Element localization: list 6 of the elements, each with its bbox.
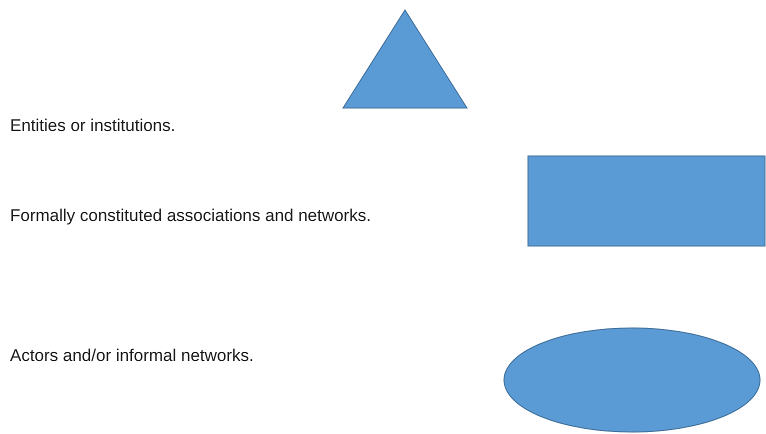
- legend-text: Entities or institutions.: [10, 116, 176, 136]
- legend-text: Formally constituted associations and networks.: [10, 206, 371, 226]
- rectangle-symbol: [528, 156, 766, 246]
- legend-text: Actors and/or informal networks.: [10, 346, 254, 366]
- ellipse-symbol: [504, 328, 760, 432]
- triangle-symbol: [342, 9, 468, 108]
